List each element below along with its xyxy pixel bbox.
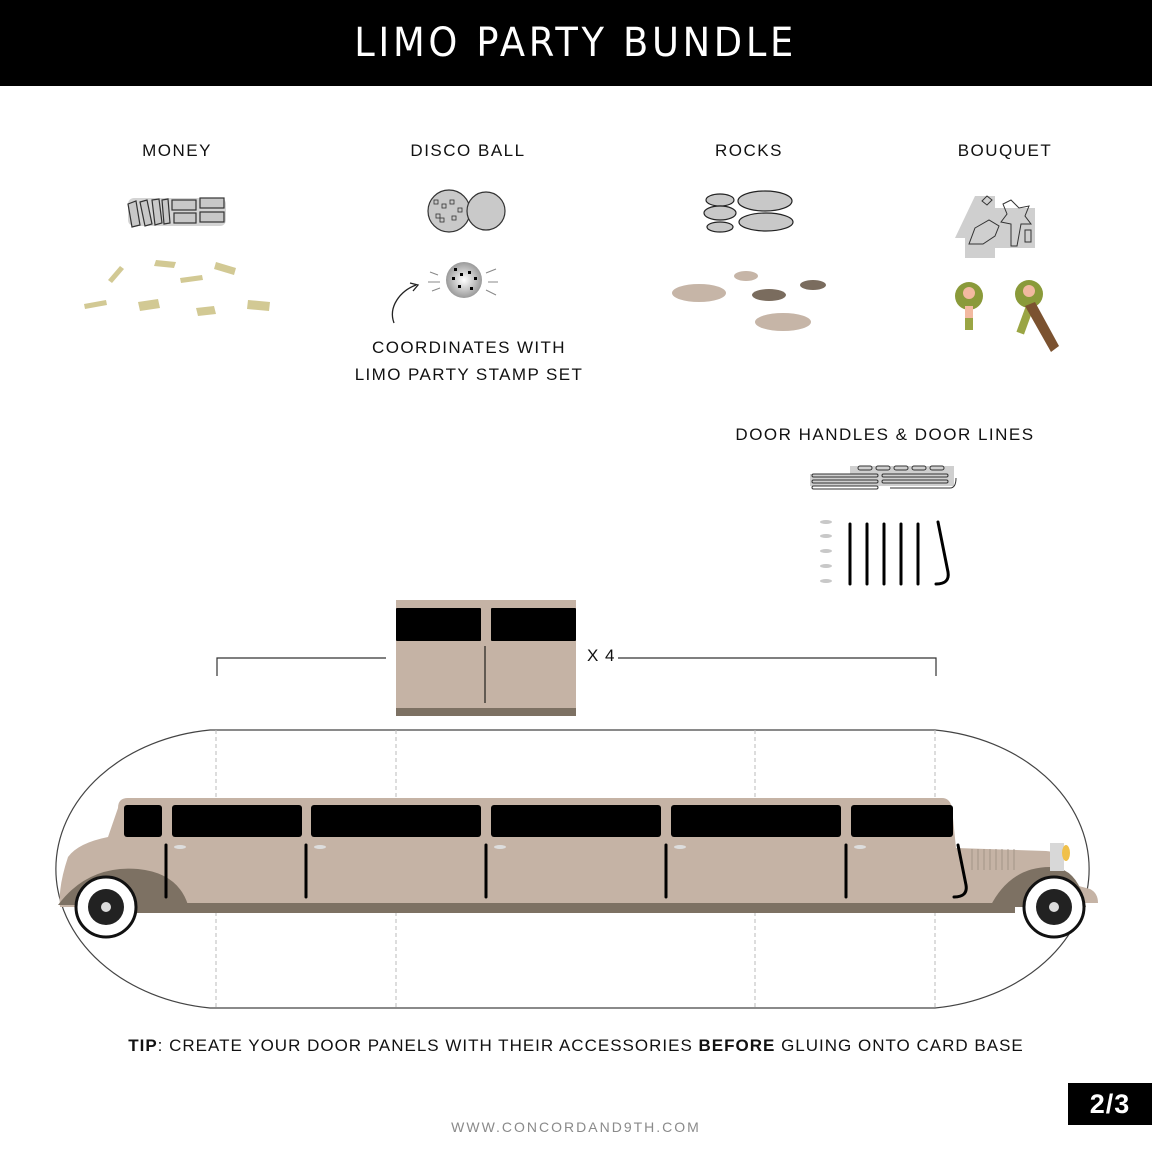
tip-emphasis: BEFORE xyxy=(698,1036,776,1055)
money-die-icon xyxy=(84,197,270,316)
rocks-die-icon xyxy=(672,190,826,331)
tip-text-part1: : CREATE YOUR DOOR PANELS WITH THEIR ACC… xyxy=(157,1036,699,1055)
page-indicator: 2/3 xyxy=(1068,1083,1152,1125)
bouquet-label: BOUQUET xyxy=(957,141,1053,160)
coordinates-note-line1: COORDINATES WITH xyxy=(372,338,566,357)
disco-ball-stamp-icon xyxy=(391,262,498,324)
rear-wheel xyxy=(1022,875,1086,939)
page-title: LIMO PARTY BUNDLE xyxy=(354,20,798,66)
limo-card-base xyxy=(55,729,1099,1009)
door-handles-label: DOOR HANDLES & DOOR LINES xyxy=(735,425,1035,444)
tip-text: TIP: CREATE YOUR DOOR PANELS WITH THEIR … xyxy=(0,1036,1152,1056)
disco-ball-label: DISCO BALL xyxy=(410,141,526,160)
tip-text-part2: GLUING ONTO CARD BASE xyxy=(775,1036,1024,1055)
bouquet-die-icon xyxy=(955,195,1059,352)
front-wheel xyxy=(74,875,138,939)
rocks-label: ROCKS xyxy=(715,141,783,160)
coordinates-note: COORDINATES WITH LIMO PARTY STAMP SET xyxy=(355,334,584,388)
coordinates-note-line2: LIMO PARTY STAMP SET xyxy=(354,365,584,384)
website-link[interactable]: WWW.CONCORDAND9TH.COM xyxy=(451,1119,701,1135)
door-handles-die-icon xyxy=(810,465,957,586)
tip-prefix: TIP xyxy=(128,1036,158,1055)
door-panel-bracket xyxy=(216,600,937,716)
title-banner: LIMO PARTY BUNDLE xyxy=(0,0,1152,86)
money-label: MONEY xyxy=(142,141,212,160)
door-panel-multiplier: X 4 xyxy=(587,646,616,665)
disco-ball-die-icon xyxy=(427,189,506,233)
